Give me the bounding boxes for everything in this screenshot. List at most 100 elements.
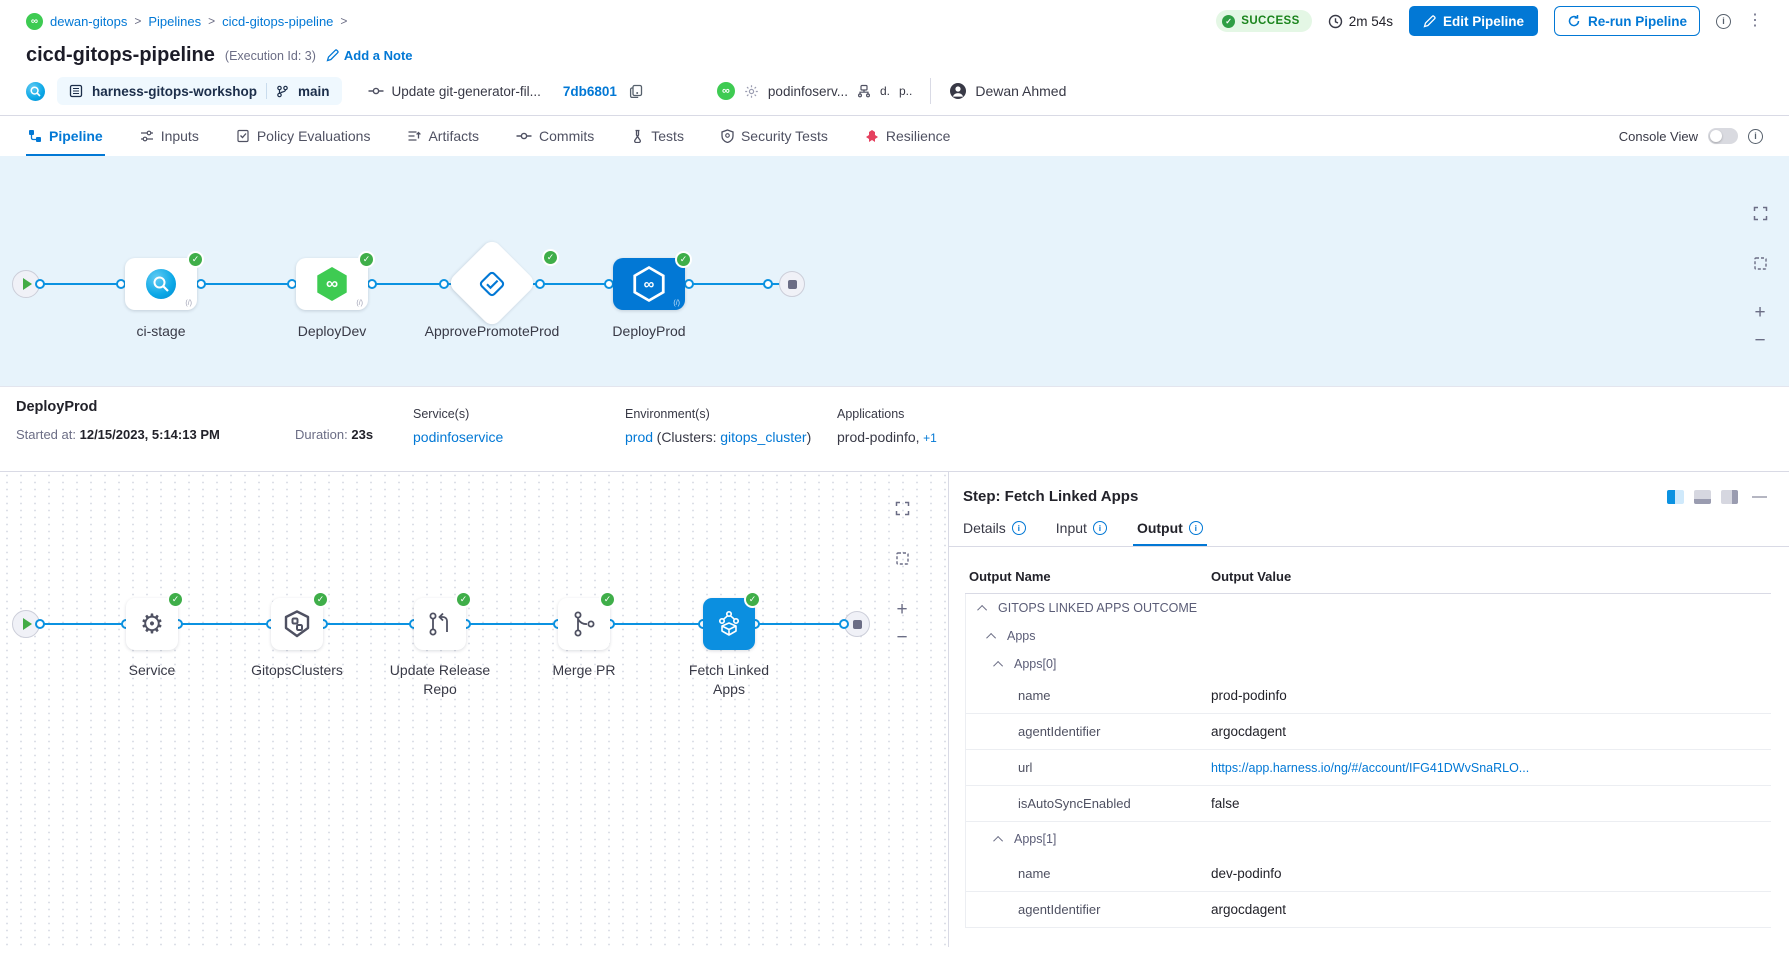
layout-right-icon[interactable] — [1721, 489, 1738, 504]
step-node-fetch-linked-apps[interactable]: ✓ — [703, 591, 761, 650]
environment-link[interactable]: prod — [625, 429, 654, 445]
zoom-in-button[interactable]: + — [1754, 302, 1766, 323]
tab-pipeline[interactable]: Pipeline — [26, 116, 105, 156]
layout-split-vertical-icon[interactable] — [1667, 489, 1684, 504]
minimize-panel-icon[interactable]: — — [1752, 488, 1767, 505]
zoom-out-button[interactable]: − — [1754, 330, 1766, 351]
output-value-link[interactable]: https://app.harness.io/ng/#/account/IFG4… — [1211, 760, 1530, 775]
more-options-kebab-icon[interactable]: ⋮ — [1747, 12, 1763, 29]
console-view-label: Console View — [1618, 128, 1698, 144]
step-node-update-release-repo[interactable]: ✓ — [414, 591, 472, 650]
tab-commits[interactable]: Commits — [514, 116, 596, 156]
pipeline-end-node[interactable] — [779, 271, 805, 297]
stage-duration: Duration: 23s — [295, 427, 374, 442]
output-kv-row: isAutoSyncEnabled false — [966, 786, 1771, 822]
edit-pipeline-button[interactable]: Edit Pipeline — [1408, 6, 1538, 36]
output-group-row[interactable]: Apps[1] — [966, 822, 1771, 856]
output-group-row[interactable]: Apps — [966, 622, 1771, 650]
execution-duration: 2m 54s — [1328, 14, 1393, 29]
breadcrumb-pipelines[interactable]: Pipelines — [148, 13, 202, 29]
execution-tabbar: Pipeline Inputs Policy Evaluations Artif… — [0, 115, 1789, 156]
step-graph-canvas[interactable]: ⚙ ✓ ✓ ✓ ✓ ✓ Service GitopsClusters Updat… — [0, 472, 948, 947]
selection-rect-icon[interactable] — [1749, 252, 1771, 274]
branch-name[interactable]: main — [298, 83, 330, 99]
tab-tests[interactable]: Tests — [629, 116, 686, 156]
add-note-button[interactable]: Add a Note — [326, 48, 413, 63]
zoom-in-button[interactable]: + — [896, 599, 908, 620]
info-icon[interactable]: i — [1716, 13, 1731, 29]
breadcrumb: ∞ dewan-gitops > Pipelines > cicd-gitops… — [26, 12, 347, 30]
gitops-logo-icon: ∞ — [26, 12, 43, 30]
fullscreen-icon[interactable] — [891, 497, 913, 519]
ci-build-icon — [26, 81, 45, 101]
success-check-icon: ✓ — [599, 591, 616, 608]
stage-node-ci-stage[interactable]: (/) ✓ — [125, 251, 204, 310]
commit-sha[interactable]: 7db6801 — [562, 83, 617, 99]
breadcrumb-pipeline-name[interactable]: cicd-gitops-pipeline — [222, 13, 334, 29]
fullscreen-icon[interactable] — [1749, 202, 1771, 224]
output-key: name — [1018, 688, 1051, 703]
environment-short-dev[interactable]: d. — [879, 84, 890, 98]
tab-policy-evaluations[interactable]: Policy Evaluations — [234, 116, 373, 156]
user-avatar-icon — [950, 83, 967, 99]
chevron-up-icon[interactable] — [977, 604, 988, 615]
stop-icon — [852, 619, 862, 629]
step-node-service[interactable]: ⚙ ✓ — [126, 591, 184, 650]
chevron-up-icon[interactable] — [986, 632, 997, 643]
stage-graph-canvas[interactable]: (/) ✓ ∞ (/) ✓ ✓ ∞ (/) ✓ ci-stage DeployD… — [0, 156, 1789, 386]
output-key: agentIdentifier — [1018, 724, 1101, 739]
output-group-row[interactable]: Apps[0] — [966, 650, 1771, 678]
gitops-stage-icon: ∞ — [633, 266, 665, 302]
tab-security-tests[interactable]: Security Tests — [719, 116, 830, 156]
output-group-row[interactable]: GITOPS LINKED APPS OUTCOME — [966, 594, 1771, 622]
chevron-up-icon[interactable] — [993, 835, 1004, 846]
repo-branch-pill[interactable]: harness-gitops-workshop main — [57, 77, 342, 105]
console-view-toggle[interactable] — [1708, 128, 1738, 144]
success-check-icon: ✓ — [744, 591, 761, 608]
service-link[interactable]: podinfoservice — [413, 429, 504, 445]
page-title: cicd-gitops-pipeline — [26, 44, 215, 66]
success-check-icon: ✓ — [455, 591, 472, 608]
chevron-up-icon[interactable] — [993, 660, 1004, 671]
info-icon[interactable]: i — [1011, 521, 1026, 535]
step-node-gitopsclusters[interactable]: ✓ — [271, 591, 329, 650]
breadcrumb-project[interactable]: dewan-gitops — [50, 13, 128, 29]
cluster-link[interactable]: gitops_cluster — [720, 429, 807, 445]
copy-icon[interactable] — [629, 84, 643, 99]
status-badge: ✓ SUCCESS — [1216, 10, 1312, 32]
tab-artifacts[interactable]: Artifacts — [405, 116, 481, 156]
output-kv-row: agentIdentifier argocdagent — [966, 892, 1771, 928]
zoom-out-button[interactable]: − — [896, 627, 908, 648]
stage-node-deployprod[interactable]: ∞ (/) ✓ — [613, 251, 692, 310]
rerun-pipeline-button[interactable]: Re-run Pipeline — [1553, 6, 1700, 36]
step-label: Merge PR — [552, 662, 616, 678]
commit-message[interactable]: Update git-generator-fil... — [368, 84, 541, 99]
step-panel-title: Step: Fetch Linked Apps — [963, 488, 1139, 505]
selection-rect-icon[interactable] — [891, 547, 913, 569]
step-label: Fetch Linked Apps — [688, 662, 770, 697]
applications-more-link[interactable]: +1 — [923, 431, 937, 445]
applications-value: prod-podinfo, — [837, 429, 920, 445]
success-check-icon: ✓ — [187, 251, 204, 268]
repo-name[interactable]: harness-gitops-workshop — [92, 83, 258, 99]
success-check-icon: ✓ — [358, 251, 375, 268]
info-icon[interactable]: i — [1188, 521, 1203, 535]
stage-node-deploydev[interactable]: ∞ (/) ✓ — [296, 251, 375, 310]
info-icon[interactable]: i — [1748, 128, 1763, 144]
layout-bottom-icon[interactable] — [1694, 489, 1711, 504]
success-check-icon: ✓ — [542, 249, 559, 266]
step-node-merge-pr[interactable]: ✓ — [558, 591, 616, 650]
environment-short-prod[interactable]: p.. — [898, 84, 913, 98]
output-value: argocdagent — [1211, 724, 1287, 739]
info-icon[interactable]: i — [1092, 521, 1107, 535]
ci-stage-icon — [146, 269, 176, 299]
output-kv-row: agentIdentifier argocdagent — [966, 714, 1771, 750]
clock-icon — [1328, 14, 1342, 28]
tab-inputs[interactable]: Inputs — [138, 116, 201, 156]
play-icon — [23, 278, 32, 290]
tab-resilience[interactable]: Resilience — [863, 116, 953, 156]
service-name-short[interactable]: podinfoserv... — [767, 83, 848, 99]
